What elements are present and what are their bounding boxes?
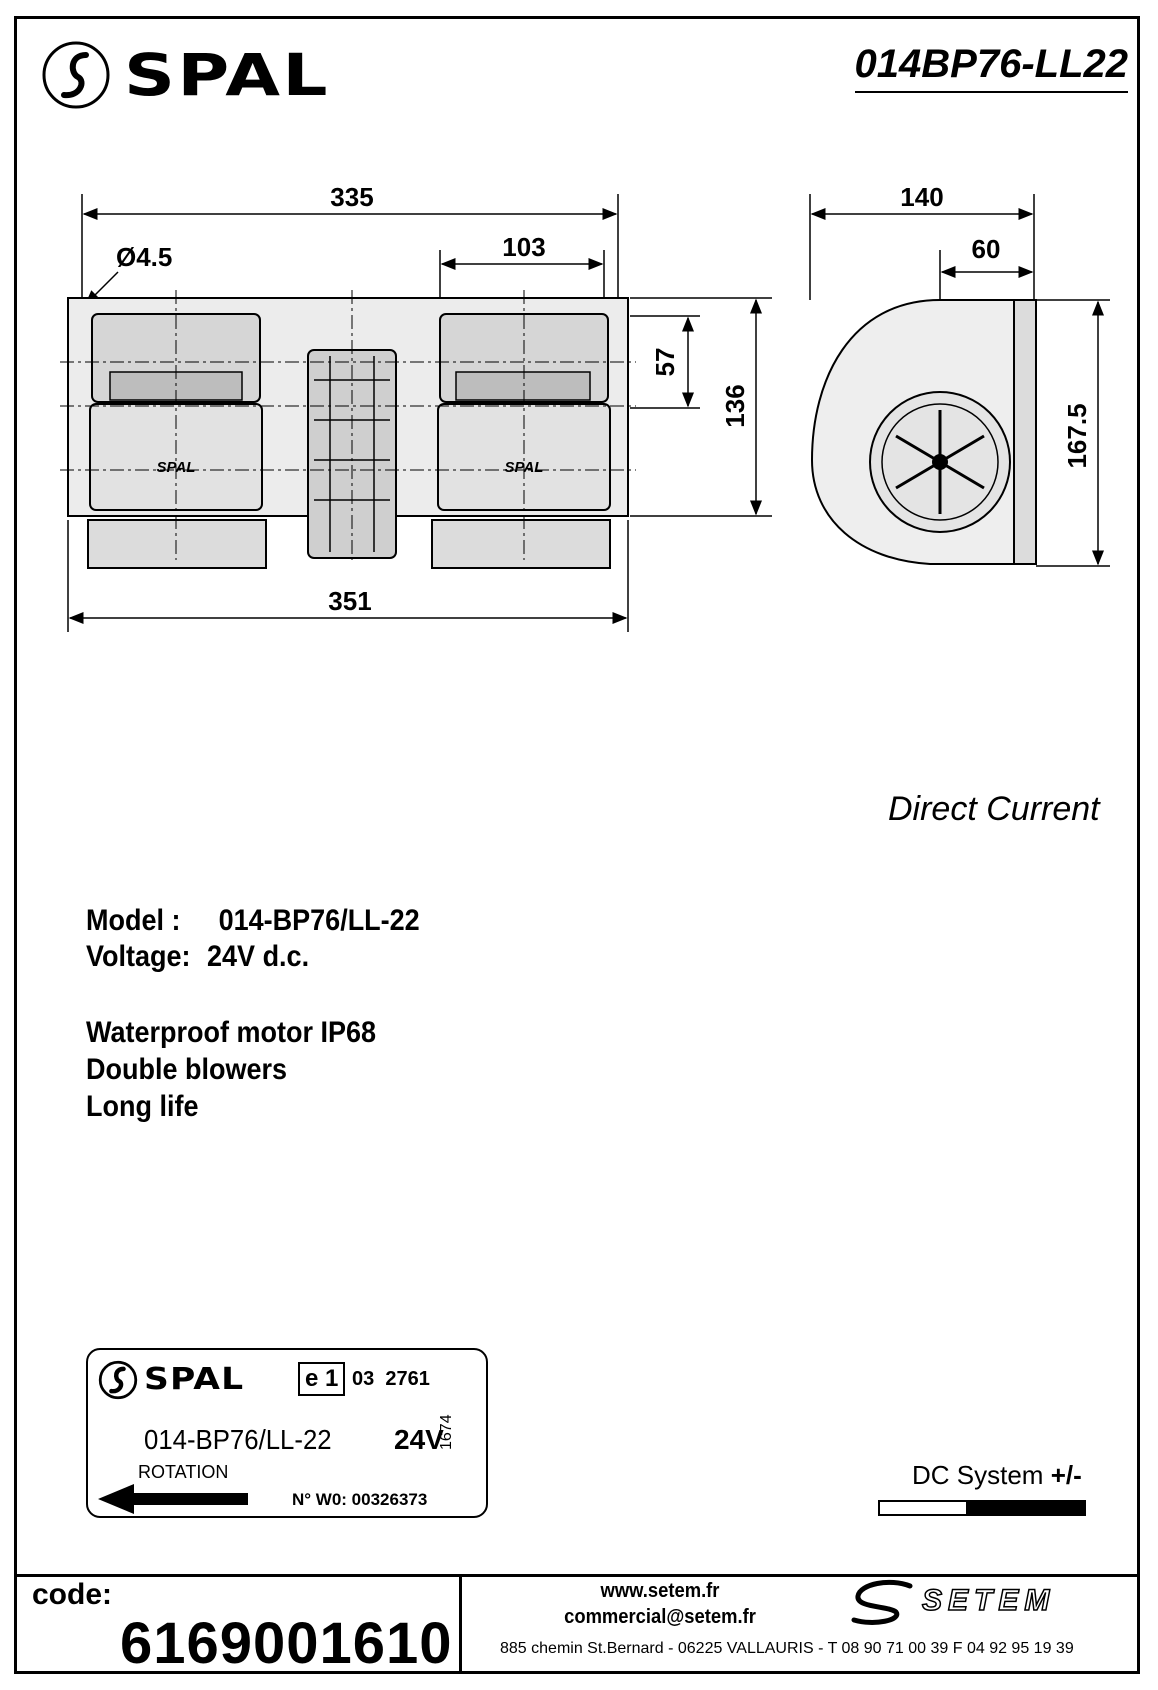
approval-number: 03 2761 (352, 1368, 430, 1390)
spal-wordmark: SPAL (124, 41, 330, 109)
spal-swirl-icon (42, 41, 110, 109)
dim-136: 136 (720, 384, 750, 427)
setem-swoosh-icon (851, 1579, 913, 1625)
label-spal-wordmark: SPAL (144, 1362, 245, 1397)
email-link[interactable]: commercial@setem.fr (564, 1606, 756, 1628)
dim-351: 351 (328, 586, 371, 616)
dim-hole-diameter: Ø4.5 (116, 242, 172, 272)
technical-drawing: 335 103 Ø4.5 SPAL SPAL 351 57 136 (60, 182, 1110, 632)
model-label: Model : (86, 904, 181, 937)
label-spal-swirl-icon (98, 1360, 138, 1400)
direct-current-title: Direct Current (888, 790, 1100, 828)
footer-divider (14, 1574, 1140, 1577)
dim-167-5: 167.5 (1062, 403, 1092, 468)
dim-103: 103 (502, 232, 545, 262)
dim-140: 140 (900, 182, 943, 212)
code-value: 6169001610 (120, 1611, 453, 1676)
dc-system-bar (878, 1500, 1086, 1516)
feature-long-life: Long life (86, 1090, 199, 1123)
approval-mark: e 1 (298, 1362, 346, 1396)
rotation-arrow-icon (98, 1484, 248, 1514)
spec-model: Model : 014-BP76/LL-22 (86, 904, 420, 938)
dc-system-text: DC System (912, 1460, 1044, 1490)
website-link[interactable]: www.setem.fr (600, 1580, 720, 1602)
feature-waterproof: Waterproof motor IP68 (86, 1016, 377, 1049)
datasheet-border (14, 16, 1140, 1674)
voltage-value: 24V d.c. (207, 940, 310, 973)
label-model: 014-BP76/LL-22 (144, 1424, 332, 1455)
spec-voltage: Voltage: 24V d.c. (86, 940, 309, 974)
serial-number: N° W0: 00326373 (292, 1490, 428, 1509)
setem-wordmark: SETEM (921, 1583, 1056, 1618)
dim-57: 57 (650, 348, 680, 377)
dim-335: 335 (330, 182, 373, 212)
dc-system-bar-fill (965, 1502, 1084, 1514)
model-value: 014-BP76/LL-22 (218, 904, 420, 937)
part-number-title: 014BP76-LL22 (854, 42, 1128, 93)
rotation-label: ROTATION (138, 1462, 229, 1482)
dc-system-polarity: +/- (1050, 1460, 1082, 1490)
feature-double-blowers: Double blowers (86, 1053, 288, 1086)
dim-60: 60 (972, 234, 1001, 264)
voltage-label: Voltage: (86, 940, 191, 973)
dc-system-label: DC System +/- (912, 1460, 1082, 1491)
code-box: code: 6169001610 (14, 1574, 462, 1676)
product-label-plate: SPAL e 1 03 2761 014-BP76/LL-22 24V 1674… (86, 1348, 488, 1518)
code-label: code: (32, 1578, 113, 1611)
address-line: 885 chemin St.Bernard - 06225 VALLAURIS … (500, 1640, 1074, 1657)
label-voltage: 24V (394, 1424, 444, 1455)
label-side-code: 1674 (438, 1414, 455, 1450)
spal-logo: SPAL (40, 40, 328, 110)
